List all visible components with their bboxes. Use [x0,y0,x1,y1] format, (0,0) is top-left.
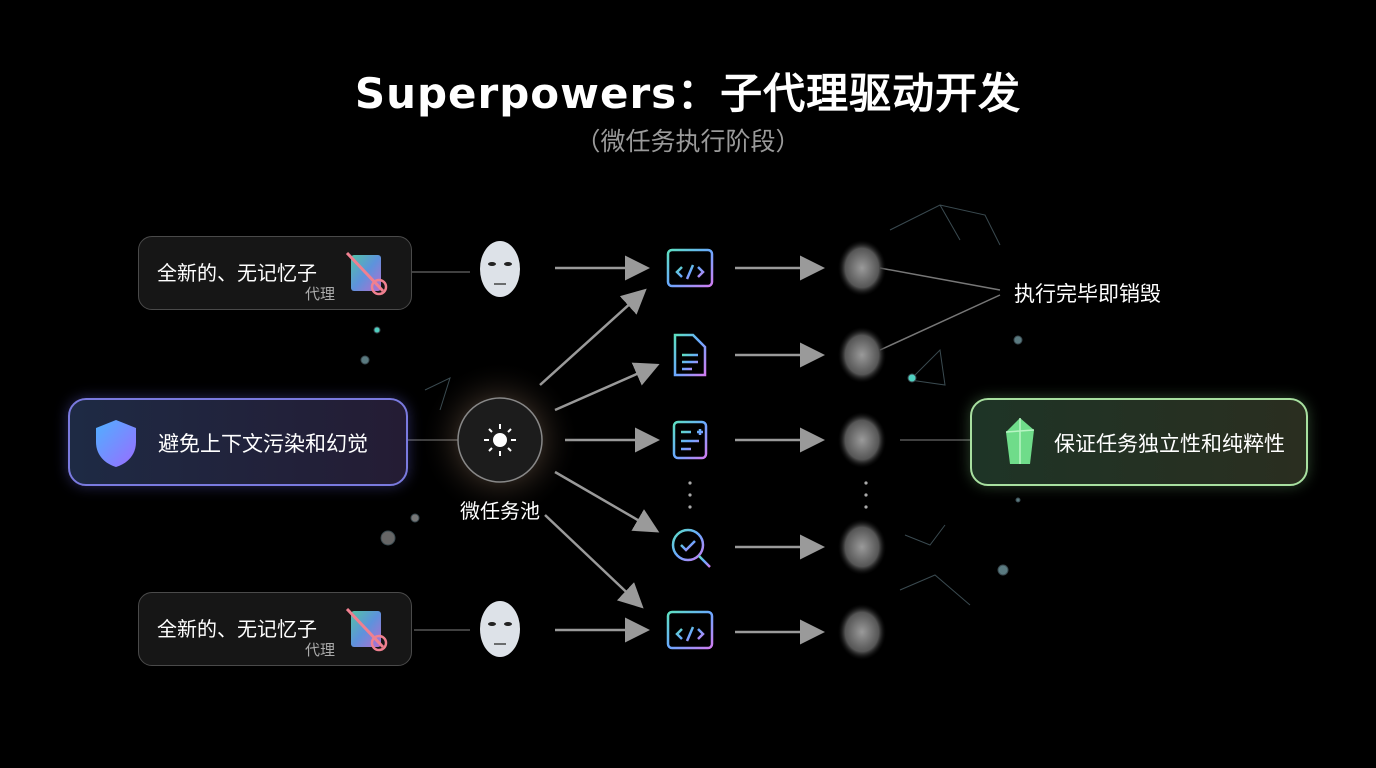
task-independence-callout: 保证任务独立性和纯粹性 [970,398,1308,486]
search-check-icon [671,528,711,568]
hub-label: 微任务池 [460,499,540,523]
callout-text: 避免上下文污染和幻觉 [158,432,368,456]
connector-line [879,294,1001,351]
agent-face-icon [475,238,521,297]
fresh-agent-box: 全新的、无记忆子 代理 [138,592,412,666]
callout-text: 保证任务独立性和纯粹性 [1054,432,1285,456]
arrow [544,514,644,609]
no-memory-file-icon [345,251,388,296]
code-window-icon [666,610,714,650]
context-pollution-callout: 避免上下文污染和幻觉 [68,398,408,486]
agent-face-icon [475,598,521,657]
ellipsis-dots [688,481,868,509]
page-subtitle: （微任务执行阶段） [575,127,801,156]
shield-icon [96,420,136,467]
dissolving-head-icon [838,412,886,468]
agent-box-text: 全新的、无记忆子 [157,261,317,285]
constellation-decoration [360,204,1023,606]
fresh-agent-box: 全新的、无记忆子 代理 [138,236,412,310]
document-icon [673,333,707,377]
dissolving-head-icon [838,327,886,383]
dissolving-head-icon [838,604,886,660]
dissolving-head-icon [838,519,886,575]
crystal-icon [1005,418,1035,464]
no-memory-file-icon [345,607,388,652]
code-window-icon [666,248,714,288]
agent-box-subtext: 代理 [304,641,335,659]
agent-box-subtext: 代理 [304,285,335,303]
dissolving-head-icon [838,240,886,296]
page-title: Superpowers：子代理驱动开发 [354,69,1022,118]
checklist-icon [672,420,708,460]
arrow [539,288,647,386]
sparkle-icon [484,424,516,456]
dissolving-heads [838,240,886,660]
connector-line [879,267,1001,291]
arrow [554,362,660,412]
agent-box-text: 全新的、无记忆子 [157,617,317,641]
destroy-label: 执行完毕即销毁 [1014,282,1161,306]
arrow [554,470,660,533]
